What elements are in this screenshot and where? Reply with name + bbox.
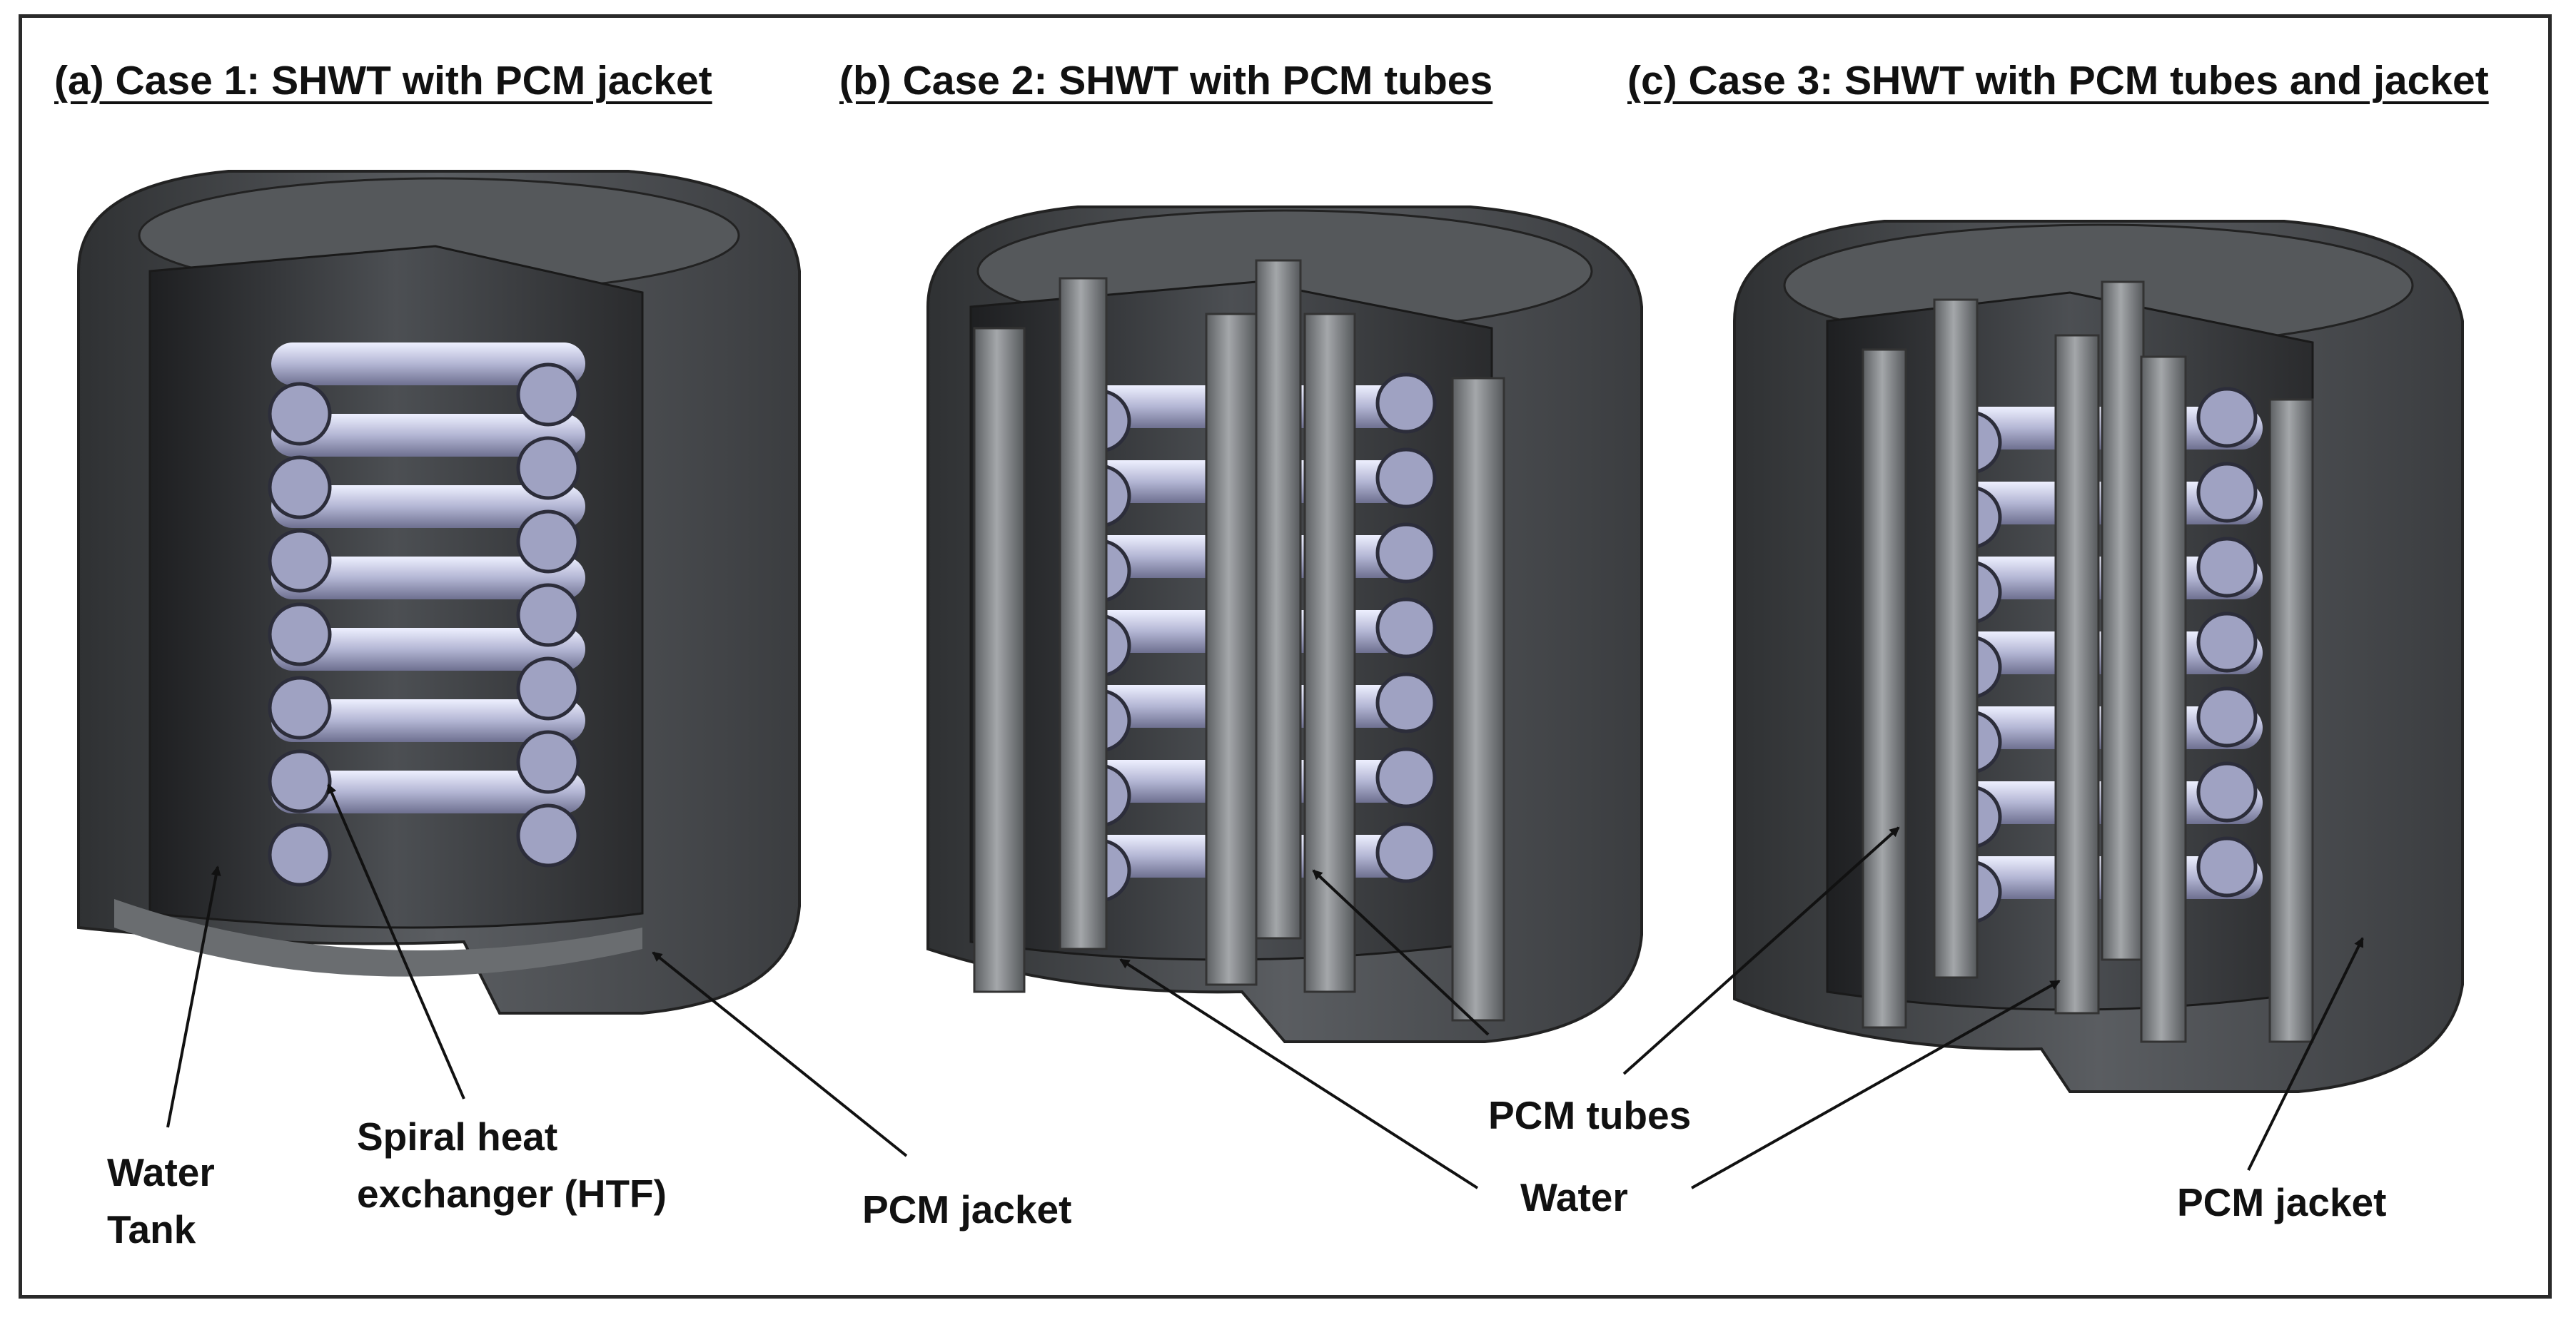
- leader-arrows: [166, 783, 2364, 1189]
- tank-c: [1733, 220, 2464, 1093]
- arrow-water-c: [1691, 980, 2061, 1189]
- pcm-jacket-label-c: PCM jacket: [2177, 1180, 2387, 1224]
- arrow-pcm-tubes-b: [1312, 869, 1490, 1036]
- tank-a: [77, 170, 801, 1015]
- arrow-pcm-tubes-c: [1622, 826, 1900, 1075]
- spiral-coil-a: [268, 342, 585, 887]
- spiral-heat-exchanger-label: Spiral heat exchanger (HTF): [357, 1115, 667, 1216]
- pcm-jacket-label-a: PCM jacket: [862, 1187, 1072, 1232]
- tank-b: [926, 205, 1643, 1043]
- panel-c-title: (c) Case 3: SHWT with PCM tubes and jack…: [1627, 58, 2489, 103]
- arrow-water-tank: [166, 865, 221, 1128]
- pcm-tubes-label: PCM tubes: [1488, 1093, 1692, 1137]
- arrow-pcm-jacket-c: [2247, 937, 2364, 1171]
- panel-a-title: (a) Case 1: SHWT with PCM jacket: [54, 58, 712, 103]
- water-tank-label: Water Tank: [107, 1150, 215, 1252]
- water-label: Water: [1520, 1175, 1628, 1219]
- arrow-spiral: [327, 783, 465, 1100]
- panel-b-title: (b) Case 2: SHWT with PCM tubes: [839, 58, 1493, 103]
- arrow-pcm-jacket-a: [652, 951, 908, 1157]
- figure-frame: [19, 14, 2552, 1299]
- arrow-water-b: [1119, 958, 1479, 1189]
- pcm-tubes-c: [1862, 280, 2314, 1043]
